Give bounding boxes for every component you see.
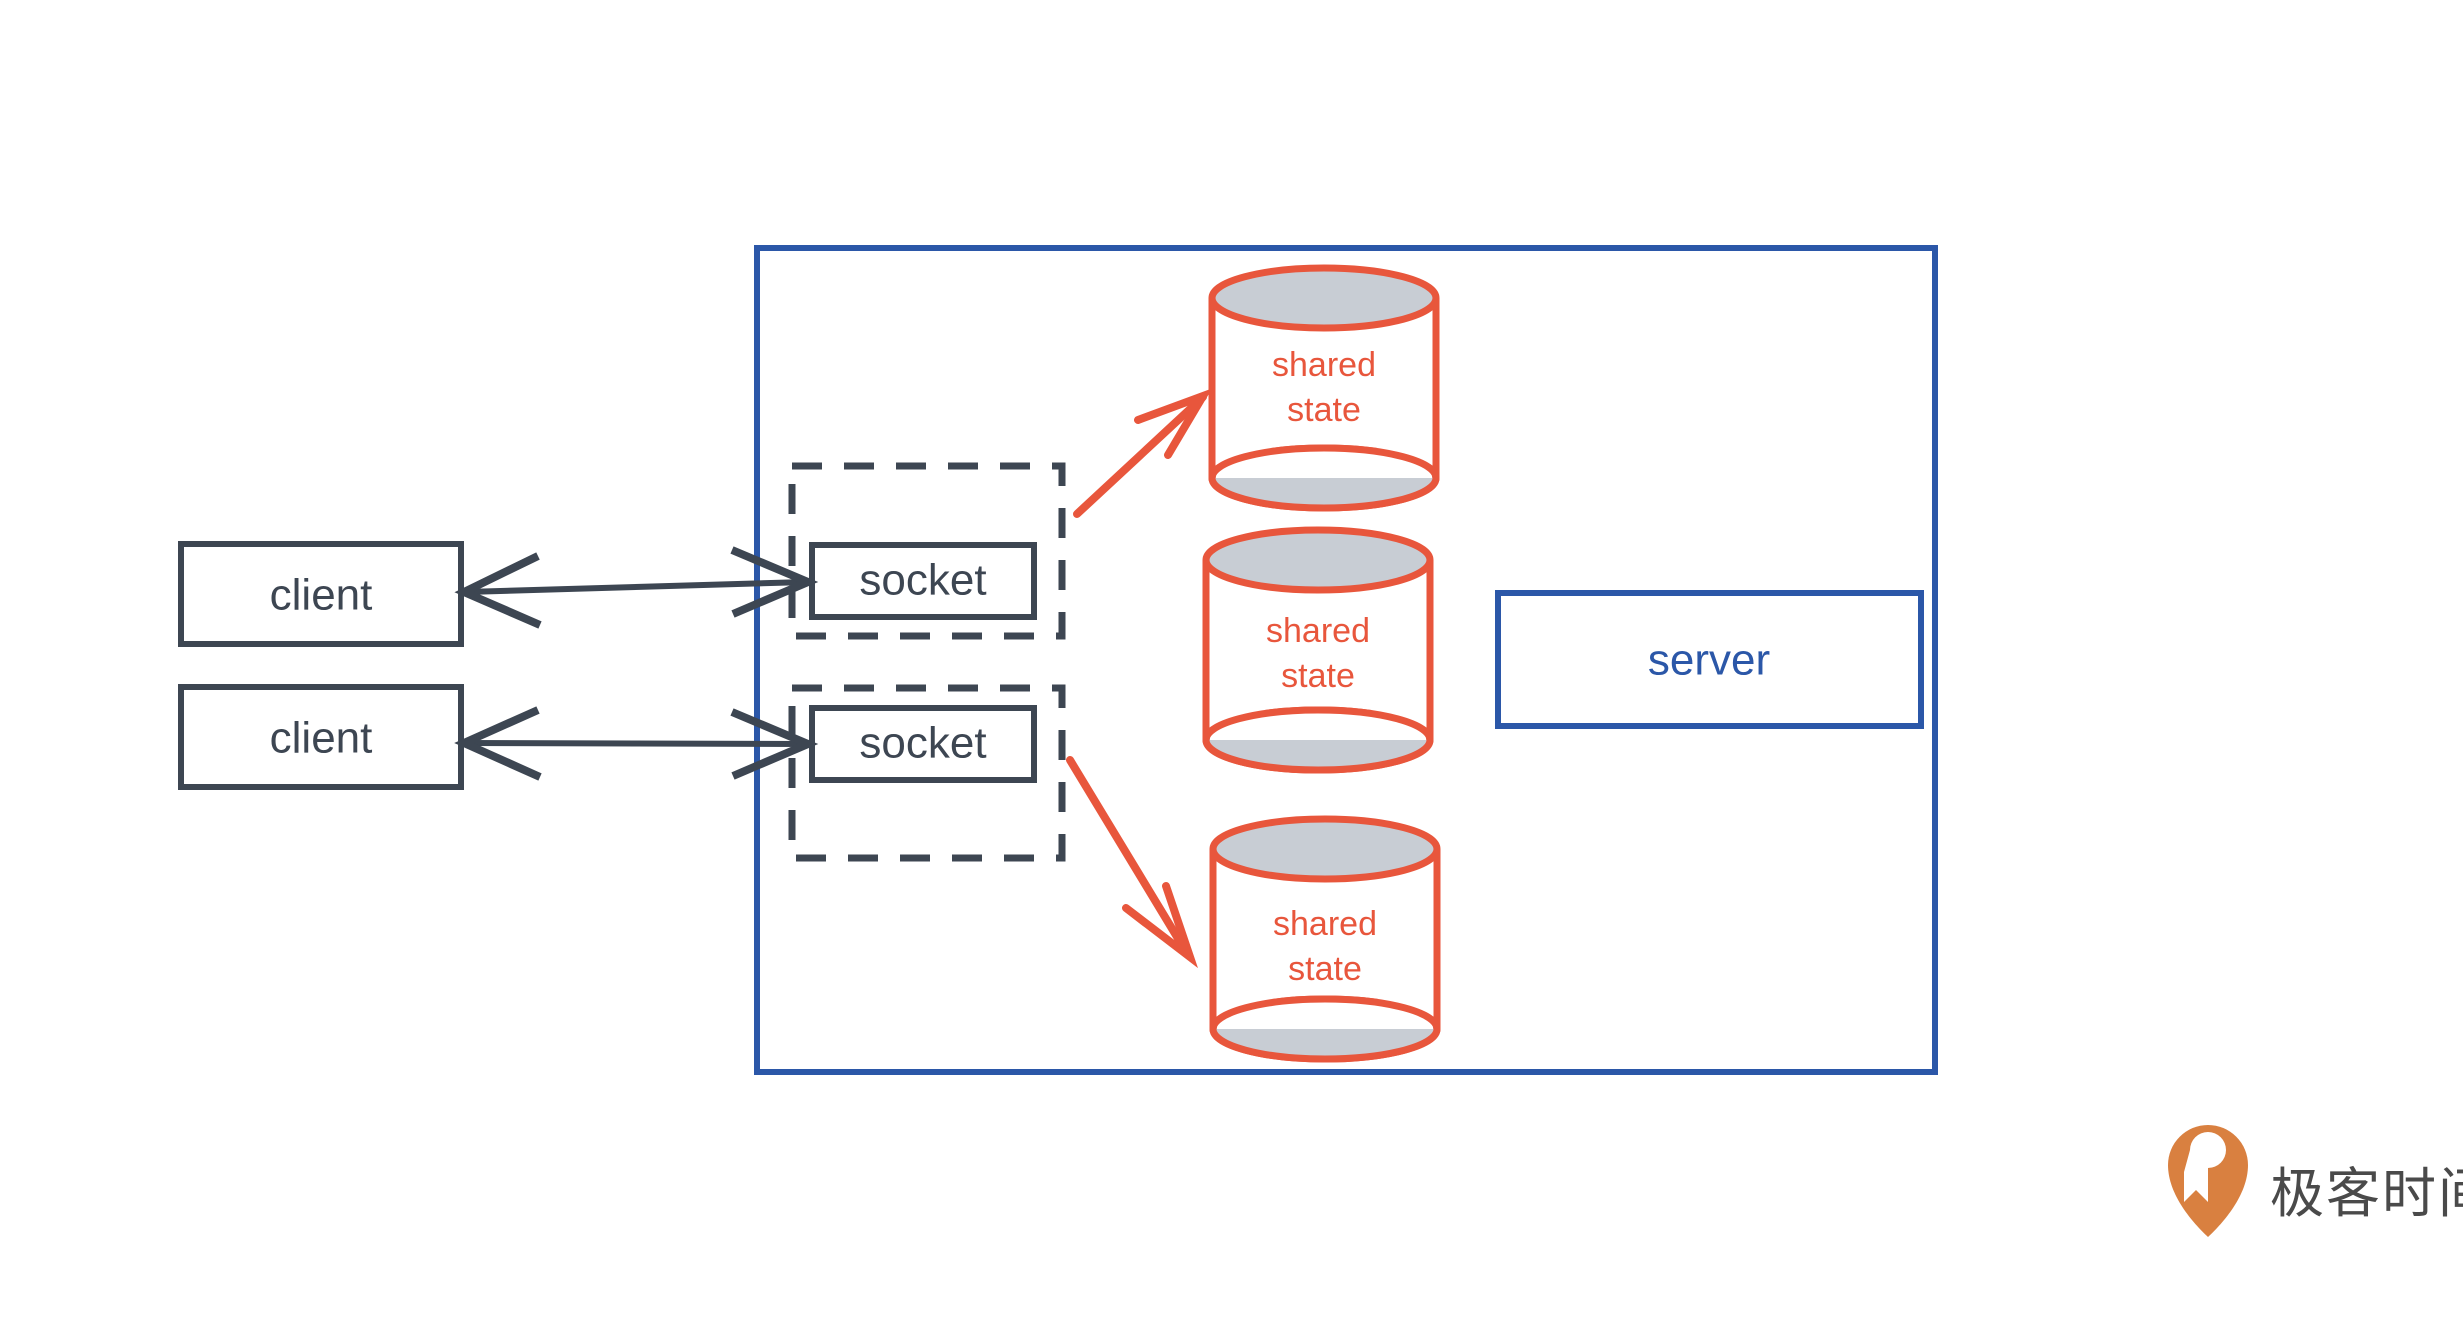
geektime-logo: 极客时间 — [2168, 1125, 2463, 1237]
shared-state-label-3-line1: shared — [1273, 905, 1377, 943]
server-box[interactable] — [1495, 590, 1924, 729]
shared-state-cylinder-2[interactable]: shared state — [1202, 526, 1434, 774]
shared-state-label-1-line1: shared — [1272, 346, 1376, 384]
client-box-1[interactable] — [178, 541, 464, 647]
socket-label-2: socket — [859, 719, 986, 768]
client-label-2: client — [270, 714, 373, 763]
shared-state-label-1-line2: state — [1287, 391, 1361, 429]
socket-group-dashed-2 — [788, 684, 1066, 862]
connector-client1-socket1 — [454, 546, 819, 629]
shared-state-label-2-line2: state — [1281, 657, 1355, 695]
server-label: server — [1648, 636, 1770, 685]
geektime-pin-icon — [2168, 1125, 2248, 1237]
connector-socket2-sharedstate3 — [1066, 756, 1198, 969]
shared-state-cylinder-3[interactable]: shared state — [1209, 815, 1441, 1063]
geektime-logo-text: 极客时间 — [2270, 1164, 2463, 1224]
shared-state-cylinder-1[interactable]: shared state — [1208, 264, 1440, 512]
shared-state-label-3-line2: state — [1288, 950, 1362, 988]
client-label-1: client — [270, 571, 373, 620]
socket-label-1: socket — [859, 556, 986, 605]
connector-client2-socket2 — [454, 706, 819, 781]
server-container-box — [754, 245, 1938, 1075]
client-box-2[interactable] — [178, 684, 464, 790]
socket-group-dashed-1 — [788, 462, 1066, 640]
connector-socket1-sharedstate1 — [1073, 388, 1213, 518]
shared-state-label-2-line1: shared — [1266, 612, 1370, 650]
